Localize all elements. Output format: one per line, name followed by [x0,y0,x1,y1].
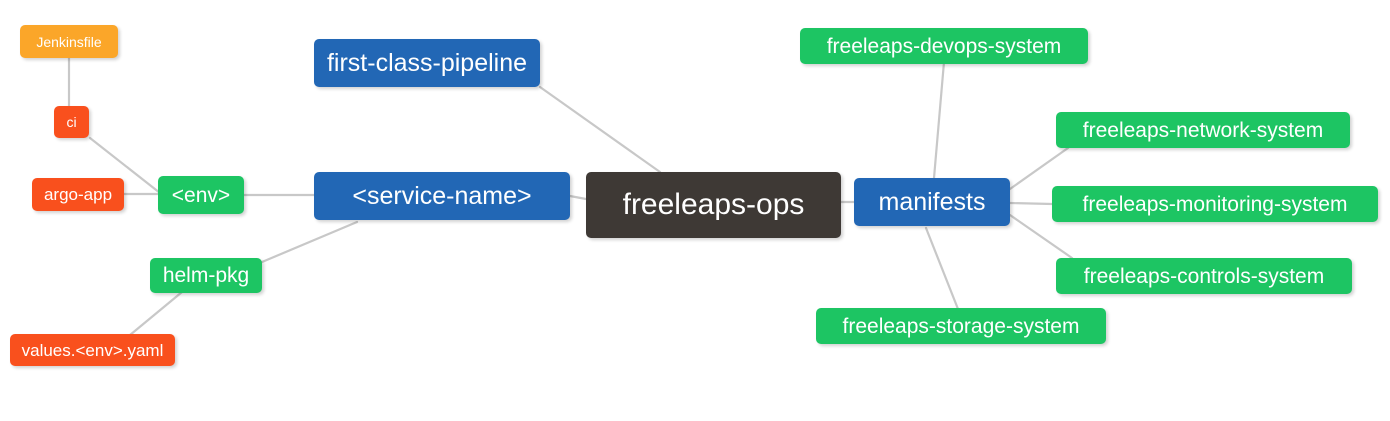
edge-servicename-root [568,194,588,201]
edge-manifests-network [1008,146,1070,191]
node-label: freeleaps-ops [622,188,805,221]
node-ci[interactable]: ci [54,106,89,138]
node-first-class-pipeline[interactable]: first-class-pipeline [314,39,540,87]
node-label: values.<env>.yaml [21,340,164,360]
node-label: <env> [171,183,231,207]
node-label: <service-name> [352,181,532,210]
edge-firstclasspipeline-root [538,85,662,174]
node-jenkinsfile[interactable]: Jenkinsfile [20,25,118,58]
edge-manifests-controls [1008,213,1074,260]
node-label: freeleaps-devops-system [826,34,1062,58]
node-label: Jenkinsfile [36,33,102,50]
node-freeleaps-storage-system[interactable]: freeleaps-storage-system [816,308,1106,344]
node-argo-app[interactable]: argo-app [32,178,124,211]
node-label: helm-pkg [162,264,250,287]
node-freeleaps-monitoring-system[interactable]: freeleaps-monitoring-system [1052,186,1378,222]
node-service-name[interactable]: <service-name> [314,172,570,220]
node-label: argo-app [43,185,113,204]
node-label: freeleaps-storage-system [842,314,1080,338]
node-label: freeleaps-network-system [1082,118,1324,142]
edge-ci-env [88,136,162,195]
node-helm-pkg[interactable]: helm-pkg [150,258,262,293]
node-freeleaps-ops[interactable]: freeleaps-ops [586,172,841,238]
node-env[interactable]: <env> [158,176,244,214]
edge-manifests-storage [924,226,960,311]
node-label: freeleaps-monitoring-system [1082,192,1348,216]
node-freeleaps-devops-system[interactable]: freeleaps-devops-system [800,28,1088,64]
edge-manifests-devops [932,60,946,180]
node-manifests[interactable]: manifests [854,178,1010,226]
node-freeleaps-controls-system[interactable]: freeleaps-controls-system [1056,258,1352,294]
edge-helmpkg-servicename [260,220,359,264]
node-label: freeleaps-controls-system [1083,264,1325,288]
node-label: manifests [878,187,986,216]
node-freeleaps-network-system[interactable]: freeleaps-network-system [1056,112,1350,148]
edge-manifests-monitoring [1008,201,1054,206]
node-values-yaml[interactable]: values.<env>.yaml [10,334,175,366]
node-label: ci [66,114,77,130]
edge-valuesyaml-helmpkg [128,290,184,337]
node-label: first-class-pipeline [326,48,528,77]
